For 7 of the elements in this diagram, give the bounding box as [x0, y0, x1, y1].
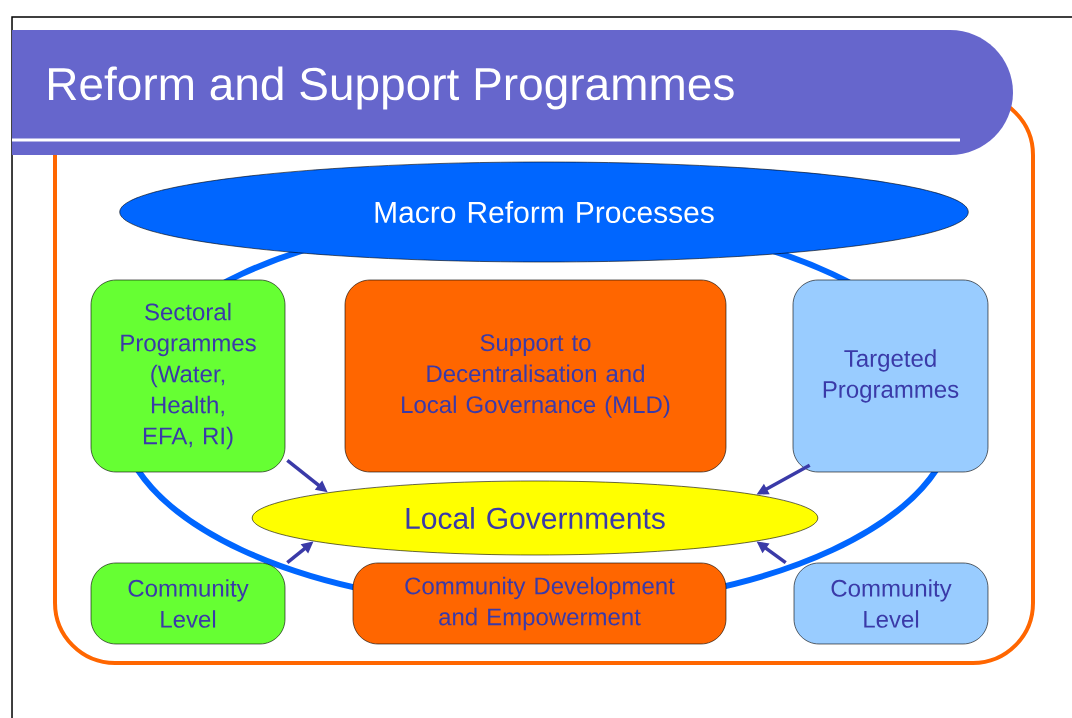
process-box: Sectoral Programmes (Water, Health, EFA, RI) [90, 279, 286, 473]
process-box: Community Level [90, 562, 286, 645]
process-box: Community Level [793, 562, 989, 645]
process-box: Support to Decentralisation and Local Governance (MLD) [344, 279, 727, 473]
process-box: Targeted Programmes [792, 279, 989, 473]
process-box: Community Development and Empowerment [352, 562, 727, 645]
title: Reform and Support Programmes [49, 66, 734, 110]
